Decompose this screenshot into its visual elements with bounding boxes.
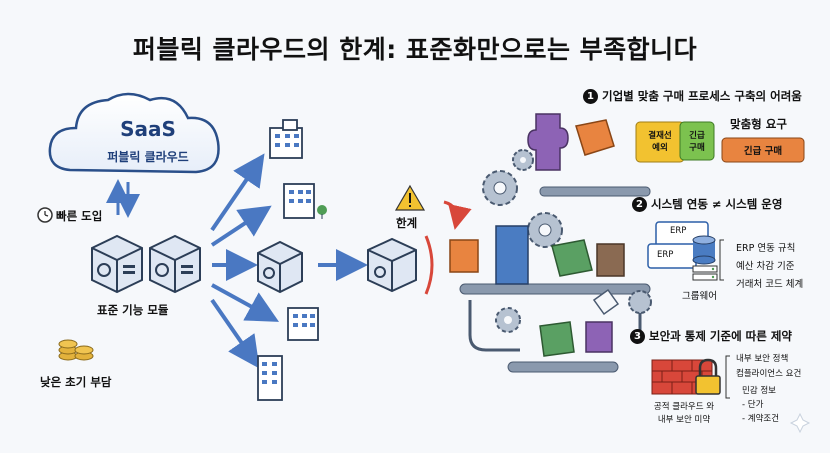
erp-label-top: ERP [670,226,687,236]
module-cube-icon [91,234,143,294]
section3-heading: 3 보안과 통제 기준에 따른 제약 [630,328,792,344]
fast-adoption-label: 빠른 도입 [56,209,103,223]
conveyor-machine [459,186,651,373]
tag-urgent-purchase-wide: 긴급 구매 [743,146,783,157]
section3-title: 보안과 통제 기준에 따른 제약 [649,329,792,343]
tag-urgent-purchase: 긴급 구매 [689,131,705,153]
section3-number: 3 [630,329,645,344]
module-cube-icon [367,237,417,293]
building-icon [287,307,319,341]
lock-icon [695,358,721,395]
module-cube-icon [257,240,303,294]
section3-caption: 내부 보안 미약 [657,415,711,425]
low-cost-label: 낮은 초기 부담 [40,375,112,389]
puzzle-piece-icon [551,239,593,277]
puzzle-piece-icon [527,113,569,171]
barrier-icon [424,235,434,295]
tag-box [679,121,715,161]
section3-caption: 공적 클라우드 와 [653,402,715,412]
sparkle-icon [789,412,811,434]
module-cube-icon [149,234,201,294]
section3-item: 컴플라이언스 요건 [736,369,802,379]
cloud-icon [48,92,220,174]
section2-number: 2 [632,197,647,212]
puzzle-piece-icon [585,321,613,353]
limit-label: 한계 [396,216,418,230]
gear-icon [482,170,518,206]
tag-approval-exception: 결재선 예외 [648,131,672,153]
gear-icon [527,212,563,248]
sync-arrows-icon [106,179,140,218]
building-icon [257,355,283,401]
warning-icon [394,184,426,211]
gear-icon [495,307,521,333]
section3-item: 민감 정보 [742,386,776,396]
database-icon [692,235,716,265]
erp-label-bottom: ERP [657,250,674,260]
puzzle-piece-icon [495,225,529,285]
section2-title: 시스템 연동 ≠ 시스템 운영 [651,197,783,211]
cloud-subtitle: 퍼블릭 클라우드 [107,150,189,164]
server-icon [692,265,718,281]
curved-arrow-icon [443,200,472,230]
cloud-title: SaaS [120,117,176,141]
puzzle-piece-icon [596,243,625,277]
section1-number: 1 [583,89,598,104]
building-icon [283,183,327,219]
section2-heading: 2 시스템 연동 ≠ 시스템 운영 [632,196,782,212]
puzzle-piece-icon [575,119,615,156]
bracket-icon [719,239,724,281]
custom-req-label: 맞춤형 요구 [730,117,787,131]
section2-item: 거래처 코드 체계 [736,279,804,290]
modules-label: 표준 기능 모듈 [97,303,169,317]
section1-heading: 1 기업별 맞춤 구매 프로세스 구축의 어려움 [583,88,802,104]
section3-item: - 계약조건 [742,414,780,424]
gear-icon [628,290,652,314]
gear-icon [512,149,534,171]
section3-item: 내부 보안 정책 [736,354,789,364]
section1-title: 기업별 맞춤 구매 프로세스 구축의 어려움 [602,89,802,103]
tag-box [721,137,805,163]
coins-icon [58,339,94,361]
clock-icon [37,207,53,223]
building-icon [269,119,303,159]
section2-item: ERP 연동 규칙 [736,243,796,254]
puzzle-piece-icon [592,288,620,316]
bracket-icon [725,355,730,399]
puzzle-piece-icon [539,321,575,357]
fanout-arrows [210,153,280,369]
page-title: 퍼블릭 클라우드의 한계: 표준화만으로는 부족합니다 [132,35,698,64]
groupware-label: 그룹웨어 [682,291,717,302]
puzzle-piece-icon [449,239,479,273]
section3-item: - 단가 [742,400,764,410]
section2-item: 예산 차감 기준 [736,261,795,272]
